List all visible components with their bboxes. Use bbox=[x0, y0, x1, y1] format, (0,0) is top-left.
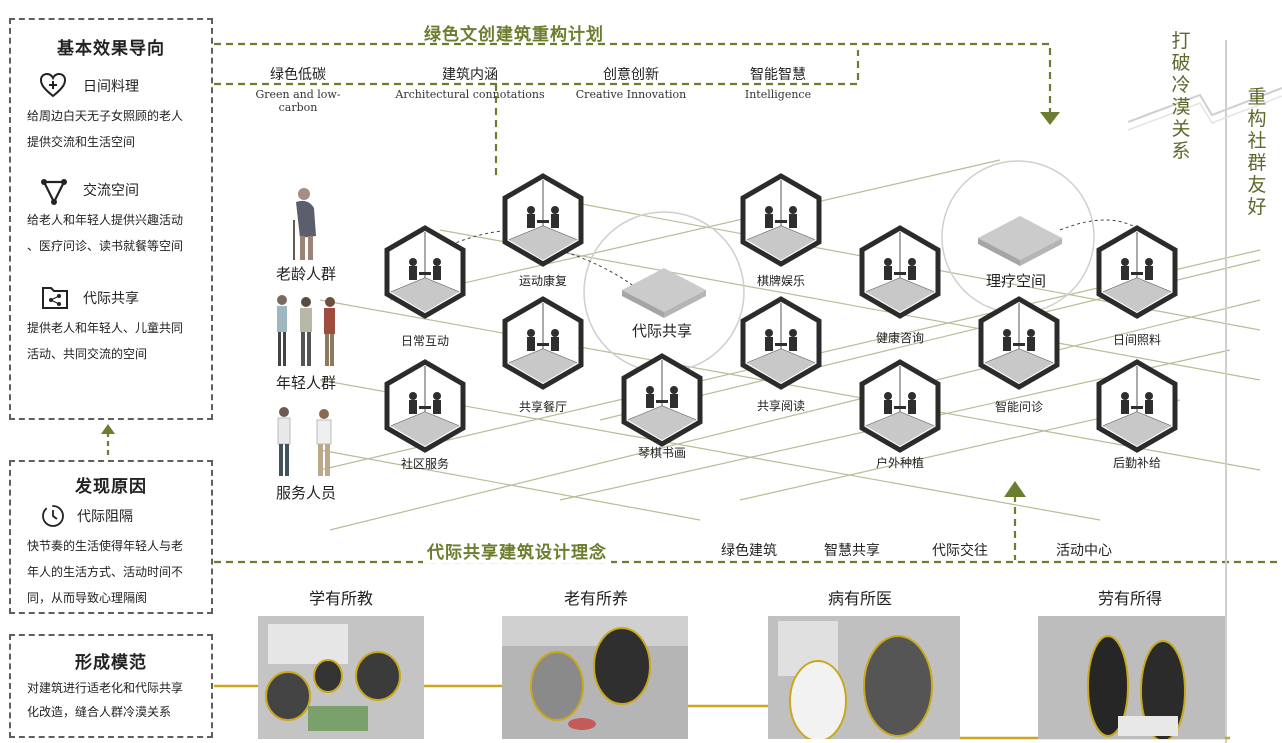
group-label-youth: 年轻人群 bbox=[276, 374, 337, 392]
effect-item-desc-care-2: 提供交流和生活空间 bbox=[27, 135, 136, 149]
photo-elder-care bbox=[502, 616, 688, 739]
pillar-intelligence-en: Intelligence bbox=[744, 88, 812, 101]
header-title: 绿色文创建筑重构计划 bbox=[424, 25, 604, 45]
service-staff-figures bbox=[277, 407, 332, 476]
cause-desc-3: 同，从而导致心理隔阂 bbox=[27, 591, 148, 605]
group-label-staff: 服务人员 bbox=[276, 484, 337, 502]
photo-medical-illustration bbox=[768, 616, 960, 739]
cause-box: 发现原因 代际阻隔 快节奏的生活使得年轻人与老 年人的生活方式、活动时间不 同，… bbox=[9, 460, 213, 614]
photo-work bbox=[1038, 616, 1225, 739]
elderly-figure bbox=[293, 188, 316, 260]
effect-item-desc-sharing-2: 活动、共同交流的空间 bbox=[27, 347, 148, 361]
hex-label-sport-rehab: 运动康复 bbox=[518, 274, 567, 288]
pillar-creative-cn: 创意创新 bbox=[603, 67, 659, 83]
hex-label-arts: 琴棋书画 bbox=[637, 446, 686, 460]
platform-label-shared: 代际共享 bbox=[632, 322, 693, 340]
hex-label-shared-reading: 共享阅读 bbox=[756, 399, 805, 413]
model-desc-2: 化改造，缝合人群冷漠关系 bbox=[27, 705, 172, 719]
share-folder-icon bbox=[42, 287, 68, 309]
photo-education-illustration bbox=[258, 616, 424, 739]
vertical-text-rebuild: 重构社群友好 bbox=[1247, 86, 1267, 218]
effect-item-desc-exchange-1: 给老人和年轻人提供兴趣活动 bbox=[27, 213, 184, 227]
pillar-green: 绿色低碳 Green and low-carbon bbox=[238, 64, 358, 114]
platform-label-therapy: 理疗空间 bbox=[986, 272, 1047, 290]
pillar-creative: 创意创新 Creative Innovation bbox=[566, 64, 696, 101]
pillar-green-cn: 绿色低碳 bbox=[270, 67, 326, 83]
photo-education bbox=[258, 616, 424, 739]
cause-desc-1: 快节奏的生活使得年轻人与老 bbox=[27, 539, 184, 553]
photo-title-elder-care: 老有所养 bbox=[563, 589, 628, 608]
hex-label-shared-dining: 共享餐厅 bbox=[518, 400, 567, 414]
pillar-architecture-cn: 建筑内涵 bbox=[442, 67, 498, 83]
effect-item-desc-exchange-2: 、医疗问诊、读书就餐等空间 bbox=[27, 239, 184, 253]
hex-label-smart-diagnosis: 智能问诊 bbox=[994, 400, 1043, 414]
hex-label-day-care: 日间照料 bbox=[1112, 333, 1161, 347]
hex-label-logistics: 后勤补给 bbox=[1112, 456, 1161, 470]
bottom-item-green-building: 绿色建筑 bbox=[721, 543, 777, 559]
effect-item-desc-sharing-1: 提供老人和年轻人、儿童共同 bbox=[27, 321, 184, 335]
triangle-network-icon bbox=[41, 179, 67, 205]
model-desc-1: 对建筑进行适老化和代际共享 bbox=[27, 681, 184, 695]
hex-label-health-consult: 健康咨询 bbox=[875, 331, 924, 345]
hex-label-community-service: 社区服务 bbox=[400, 457, 449, 471]
group-label-elderly: 老龄人群 bbox=[276, 265, 337, 283]
photo-title-medical: 病有所医 bbox=[827, 589, 892, 608]
hex-label-outdoor-planting: 户外种植 bbox=[875, 456, 924, 470]
pillar-architecture: 建筑内涵 Architectural connotations bbox=[390, 64, 550, 101]
effects-box: 基本效果导向 日间料理 给周边白天无子女照顾的老人 提供交流和生活空间 交流空间… bbox=[9, 18, 213, 420]
pillar-creative-en: Creative Innovation bbox=[575, 88, 687, 101]
photo-title-work: 劳有所得 bbox=[1097, 589, 1162, 608]
effect-item-label-sharing: 代际共享 bbox=[83, 291, 139, 307]
pillar-architecture-en: Architectural connotations bbox=[395, 88, 545, 101]
bottom-bar-title: 代际共享建筑设计理念 bbox=[423, 538, 611, 563]
pillar-intelligence-cn: 智能智慧 bbox=[750, 67, 806, 83]
vertical-text-break: 打破冷漠关系 bbox=[1171, 30, 1191, 162]
hex-label-chess-cards: 棋牌娱乐 bbox=[756, 274, 805, 288]
effect-item-desc-care-1: 给周边白天无子女照顾的老人 bbox=[27, 109, 184, 123]
model-box-title: 形成模范 bbox=[75, 653, 147, 673]
young-people-figures bbox=[277, 295, 335, 366]
photo-work-illustration bbox=[1038, 616, 1225, 739]
model-box: 形成模范 对建筑进行适老化和代际共享 化改造，缝合人群冷漠关系 bbox=[9, 634, 213, 738]
effects-box-title: 基本效果导向 bbox=[57, 39, 165, 59]
hex-label-daily-interaction: 日常互动 bbox=[400, 334, 449, 348]
heart-plus-icon bbox=[39, 72, 67, 98]
cause-label: 代际阻隔 bbox=[77, 509, 133, 525]
bottom-item-intergenerational: 代际交往 bbox=[932, 543, 988, 559]
cause-desc-2: 年人的生活方式、活动时间不 bbox=[27, 565, 184, 579]
pillar-green-en: Green and low-carbon bbox=[255, 88, 341, 114]
bottom-item-smart-sharing: 智慧共享 bbox=[824, 543, 880, 559]
clock-icon bbox=[42, 505, 64, 527]
photo-medical bbox=[768, 616, 960, 739]
pillar-intelligence: 智能智慧 Intelligence bbox=[728, 64, 828, 101]
bottom-item-activity-center: 活动中心 bbox=[1056, 543, 1112, 559]
effect-item-label-exchange: 交流空间 bbox=[83, 183, 139, 199]
photo-elder-care-illustration bbox=[502, 616, 688, 739]
photo-title-education: 学有所教 bbox=[308, 589, 373, 608]
effect-item-label-care: 日间料理 bbox=[83, 79, 139, 95]
cause-box-title: 发现原因 bbox=[75, 477, 147, 497]
